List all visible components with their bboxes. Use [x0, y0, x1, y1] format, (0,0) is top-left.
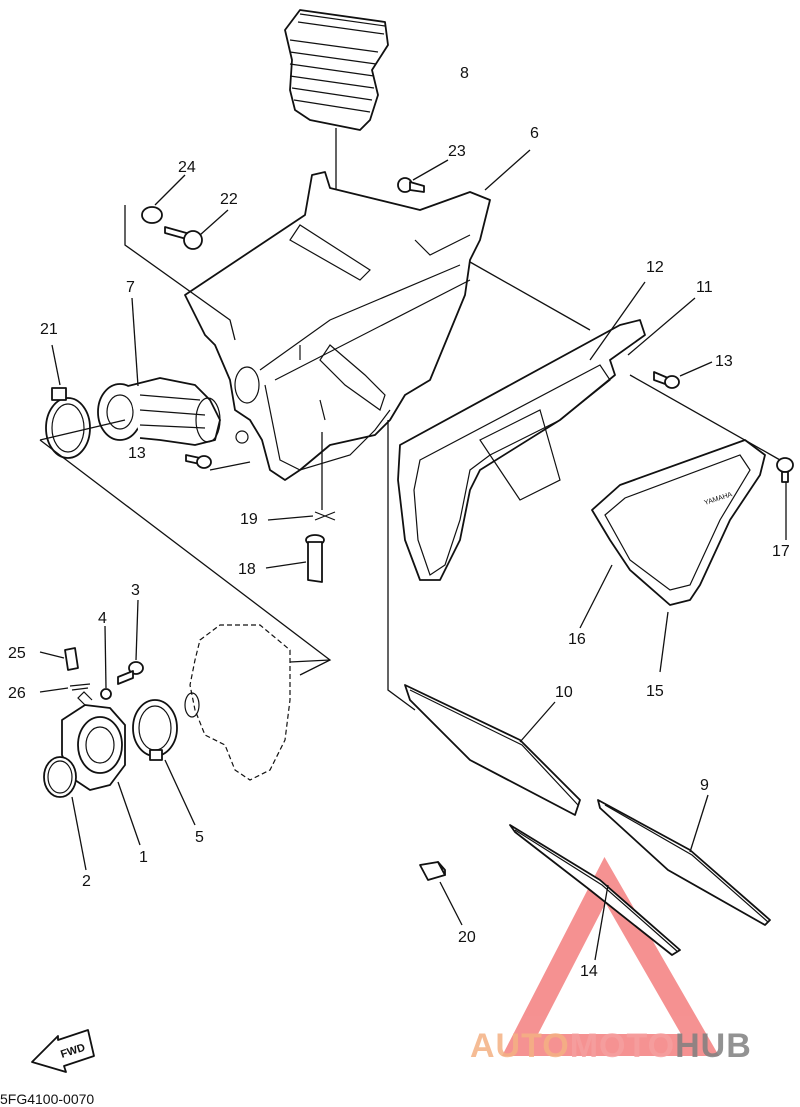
callout-5: 5 [195, 829, 204, 846]
callout-22: 22 [220, 191, 238, 208]
part-8-intake-boot [284, 9, 389, 131]
part-19-clip [314, 511, 336, 521]
part-26-clip [69, 683, 91, 691]
part-5-clamp [132, 699, 178, 761]
carburetor-outline [184, 624, 291, 781]
watermark-hub: HUB [675, 1027, 752, 1065]
part-13-screw-left [185, 454, 212, 469]
fwd-arrow-icon: FWD [31, 1029, 95, 1073]
callout-14: 14 [580, 963, 598, 980]
callout-23: 23 [448, 143, 466, 160]
svg-text:AUTOMOTOHUB: AUTOMOTOHUB [470, 1027, 752, 1065]
callout-20: 20 [458, 929, 476, 946]
callout-26: 26 [8, 685, 26, 702]
callout-3: 3 [131, 582, 140, 599]
part-14-air-filter-element [509, 824, 681, 956]
callout-17: 17 [772, 543, 790, 560]
watermark-text: AUTOMOTOHUB [470, 1027, 752, 1065]
callout-6: 6 [530, 125, 539, 142]
callout-15: 15 [646, 683, 664, 700]
callout-10: 10 [555, 684, 573, 701]
part-21-clamp [45, 387, 91, 459]
part-10-air-filter-element [404, 684, 581, 816]
callout-19: 19 [240, 511, 258, 528]
part-6-air-filter-case [184, 171, 491, 481]
callout-24: 24 [178, 159, 196, 176]
part-2-o-ring [43, 756, 77, 798]
part-4-washer [100, 688, 112, 700]
watermark-logo-triangle [501, 857, 720, 1056]
callout-16: 16 [568, 631, 586, 648]
callout-9: 9 [700, 777, 709, 794]
callout-13-right: 13 [715, 353, 733, 370]
part-13-screw-right [653, 371, 680, 389]
callout-12: 12 [646, 259, 664, 276]
watermark-moto: MOTO [570, 1027, 675, 1065]
watermark-auto: AUTO [470, 1027, 570, 1065]
callout-13-left: 13 [128, 445, 146, 462]
part-25-hose [64, 647, 79, 671]
part-24-nut [141, 206, 163, 224]
callout-1: 1 [139, 849, 148, 866]
callout-2: 2 [82, 873, 91, 890]
part-18-drain-plug [305, 534, 325, 583]
part-15-air-filter-cover: YAMAHA [591, 439, 766, 606]
part-20-damper [419, 861, 446, 881]
diagram-code: 5FG4100-0070 [0, 1091, 94, 1107]
part-12-element-frame [397, 319, 646, 581]
callout-4: 4 [98, 610, 107, 627]
callout-7: 7 [126, 279, 135, 296]
part-22-bolt [164, 226, 203, 250]
part-7-air-filter-joint [97, 377, 221, 446]
callout-25: 25 [8, 645, 26, 662]
part-17-screw [776, 457, 794, 483]
part-23-bolt [397, 177, 425, 193]
callout-11: 11 [696, 279, 713, 296]
part-3-screw [117, 661, 144, 685]
callout-21: 21 [40, 321, 58, 338]
callout-18: 18 [238, 561, 256, 578]
callout-8: 8 [460, 65, 469, 82]
